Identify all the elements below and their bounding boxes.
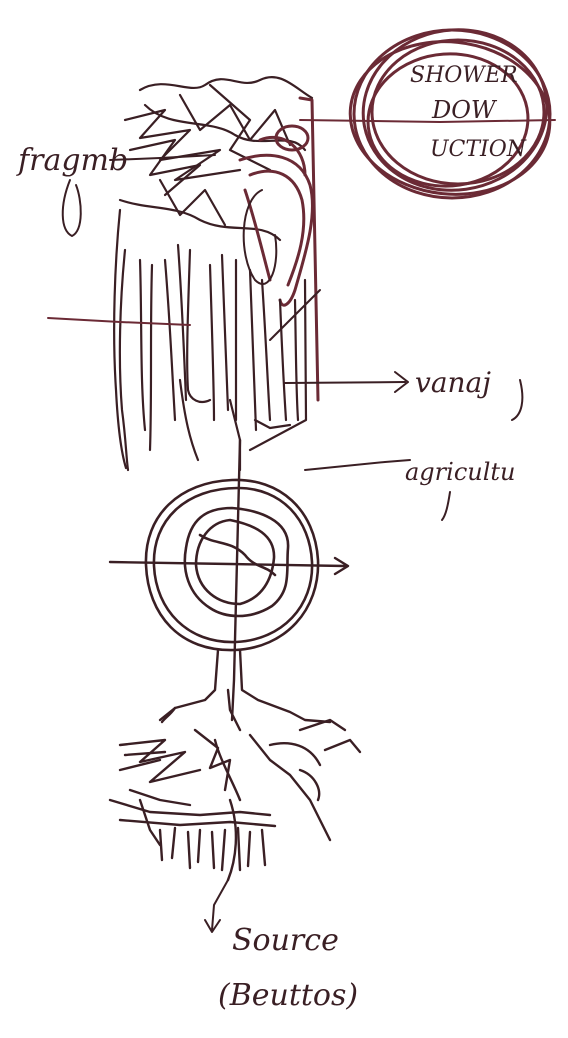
roots [110,720,360,880]
vanaj-tail [512,380,522,420]
uction-label: UCTION [430,137,527,162]
shower-circle-text: SHOWER DOW UCTION [410,63,527,162]
circle-connector-line [300,120,555,122]
source-arrow [205,880,228,932]
vanaj-arrow [285,372,408,392]
agricultu-label: agricultu [405,458,516,486]
source-label: Source [232,923,339,958]
lower-stem [160,650,330,730]
dow-label: DOW [431,96,498,124]
vanaj-label: vanaj [415,366,491,399]
source-sublabel: (Beuttos) [218,978,358,1013]
agricultu-arrow [305,460,410,470]
fragments-tail [63,180,81,236]
central-axis [232,440,240,720]
shower-label: SHOWER [410,63,518,88]
agricultu-tail [442,492,450,520]
